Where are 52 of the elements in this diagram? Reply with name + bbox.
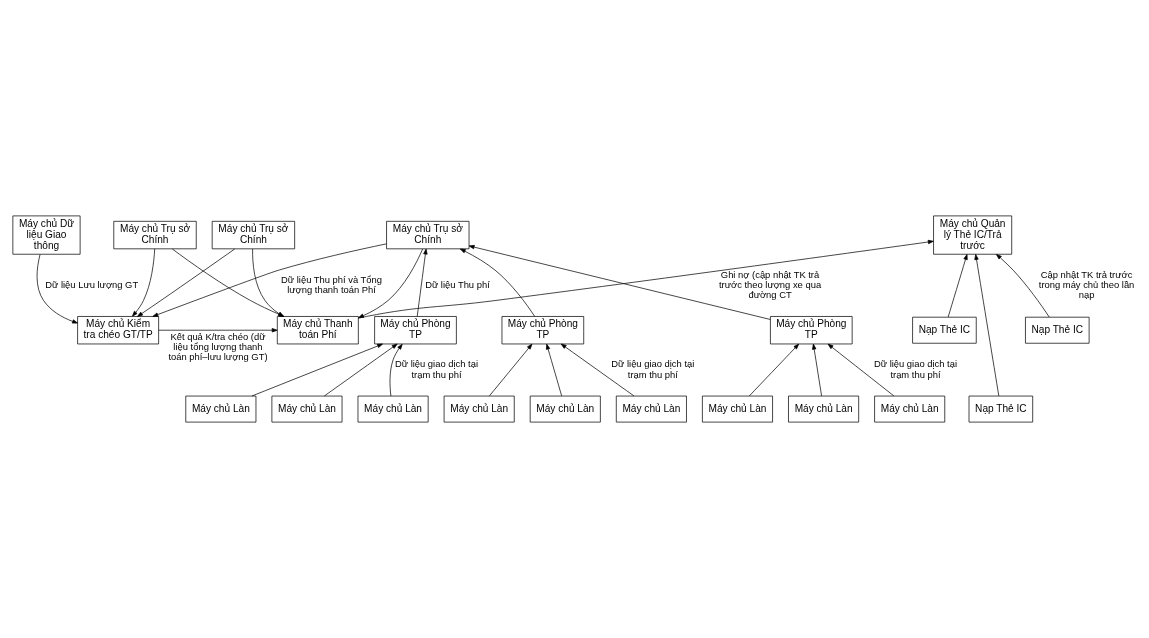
node-box: Nạp Thẻ IC (1025, 316, 1090, 344)
arrow (389, 343, 403, 397)
edge-label: Dữ liệu Thu phí và Tổng lượng thanh toán Phí (281, 273, 383, 295)
edge-label: Dữ liệu Thu phí (425, 278, 490, 290)
edge-label: Dữ liệu giao dịch tại trạm thu phí (611, 358, 695, 380)
arrow (137, 248, 236, 317)
arrow (358, 239, 934, 319)
edge-label: Dữ liệu giao dịch tại trạm thu phí (873, 358, 957, 380)
arrow (251, 343, 383, 397)
arrow (560, 343, 635, 397)
arrow (996, 254, 1050, 318)
node-box: Máy chủ Kiểm tra chéo GT/TP (77, 316, 159, 345)
node-box: Nạp Thẻ IC (968, 395, 1034, 423)
arrow (827, 343, 895, 397)
arrow (158, 328, 278, 333)
arrow (416, 248, 428, 317)
node-box: Nạp Thẻ IC (912, 316, 977, 344)
node-box: Máy chủ Phòng TP (501, 316, 585, 345)
arrow (489, 343, 533, 397)
node-box: Máy chủ Làn (443, 395, 515, 423)
edge-label: Dữ liệu giao dịch tại trạm thu phí (394, 358, 478, 380)
node-box: Máy chủ Trụ sở Chính (211, 220, 296, 250)
arrow (749, 343, 800, 397)
node-box: Máy chủ Làn (702, 395, 773, 423)
arrow (36, 254, 78, 324)
node-box: Máy chủ Làn (788, 395, 860, 423)
edge-label: Dữ liệu Lưu lượng GT (45, 278, 139, 290)
arrow (358, 248, 424, 319)
arrow (468, 245, 771, 320)
arrow (132, 248, 156, 317)
node-box: Máy chủ Trụ sở Chính (113, 220, 197, 250)
node-box: Máy chủ Làn (874, 395, 946, 423)
edge-label: Kết quả K/tra chéo (dữ liệu tổng lượng thanh toán phí–lưu lượng GT) (168, 330, 268, 363)
node-box: Máy chủ Làn (615, 395, 687, 423)
node-box: Máy chủ Làn (185, 395, 257, 423)
edge-label: Ghi nợ (cập nhật TK trả trước theo lượng xe qua đường CT (718, 268, 822, 300)
arrow (324, 343, 398, 397)
arrow (546, 343, 563, 397)
arrow (459, 248, 535, 317)
node-box: Máy chủ Trụ sở Chính (386, 220, 470, 250)
node-box: Máy chủ Làn (271, 395, 343, 423)
arrow (812, 343, 822, 397)
arrow (947, 254, 968, 318)
node-box: Máy chủ Làn (529, 395, 601, 423)
node-box: Máy chủ Phòng TP (770, 316, 853, 345)
edge-label: Cập nhật TK trả trước trong máy chủ theo lần nạp (1038, 268, 1135, 300)
node-box: Máy chủ Thanh toán Phí (276, 316, 359, 345)
arrow (974, 254, 1000, 397)
node-box: Máy chủ Quản lý Thẻ IC/Trả trước (933, 215, 1013, 255)
node-box: Máy chủ Phòng TP (374, 316, 457, 345)
node-box: Máy chủ Dữ liệu Giao thông (12, 215, 81, 255)
node-box: Máy chủ Làn (357, 395, 429, 423)
